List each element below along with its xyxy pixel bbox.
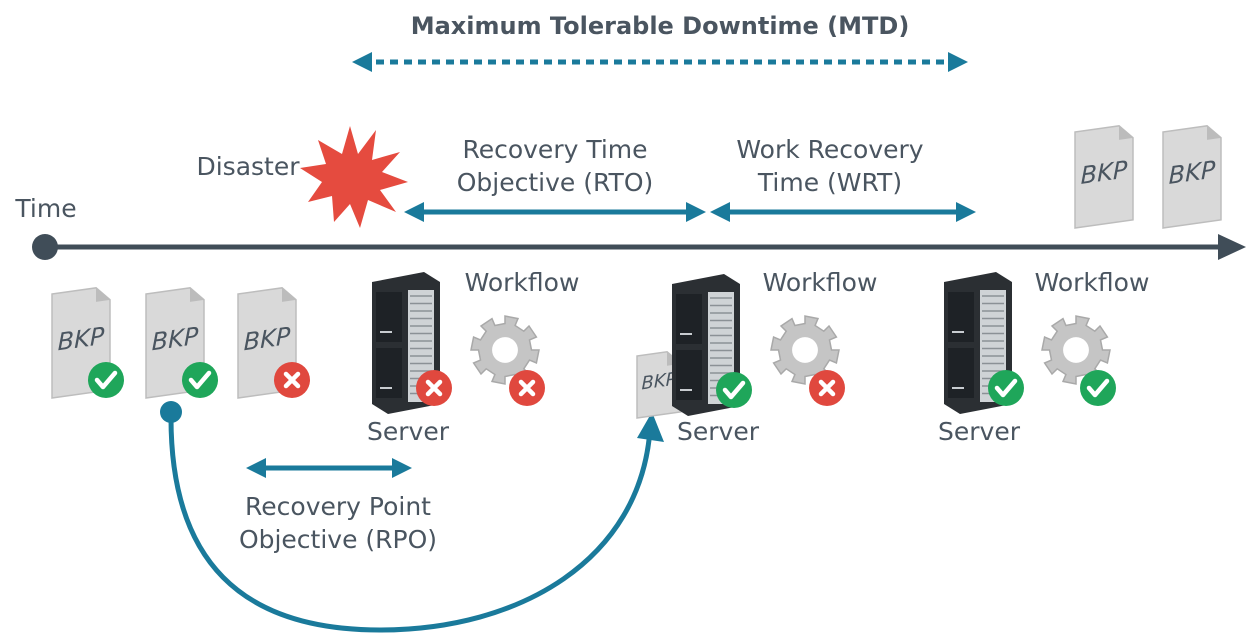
server-label: Server <box>938 417 1020 446</box>
backup-document-text: BKP <box>1081 155 1128 189</box>
mtd-label: Maximum Tolerable Downtime (MTD) <box>410 12 910 40</box>
icons-layer: BKP BKP BKP BKP BKP BKP <box>51 125 1222 419</box>
wrt-label-line2: Time (WRT) <box>757 168 903 197</box>
backup-document-text: BKP <box>152 322 199 356</box>
gear-icon <box>770 315 840 385</box>
server-label: Server <box>367 417 449 446</box>
gear-icon <box>470 315 540 385</box>
restore-curve-arrowhead <box>637 412 664 442</box>
restore-source-dot <box>160 401 182 423</box>
disaster-label: Disaster <box>196 152 300 181</box>
cross-badge-icon <box>809 370 845 406</box>
backup-document-icon: BKP <box>1074 125 1134 229</box>
backup-document-icon: BKP <box>1162 125 1222 229</box>
backup-document-text: BKP <box>642 369 677 395</box>
cross-badge-icon <box>509 370 545 406</box>
cross-badge-icon <box>274 362 310 398</box>
workflow-label: Workflow <box>762 268 878 297</box>
timeline <box>32 234 1246 260</box>
cross-badge-icon <box>416 370 452 406</box>
workflow-label: Workflow <box>464 268 580 297</box>
restore-curve-arrow <box>168 417 653 633</box>
check-badge-icon <box>1080 370 1116 406</box>
time-label: Time <box>15 194 77 223</box>
check-badge-icon <box>988 370 1024 406</box>
rpo-label: Recovery Point Objective (RPO) <box>218 490 458 556</box>
rpo-label-line2: Objective (RPO) <box>238 525 438 554</box>
rto-label: Recovery Time Objective (RTO) <box>440 133 670 199</box>
explosion-icon <box>300 126 408 228</box>
backup-document-text: BKP <box>1169 155 1216 189</box>
timeline-start-dot <box>32 234 58 260</box>
backup-document-icon: BKP <box>636 350 682 419</box>
check-badge-icon <box>716 372 752 408</box>
check-badge-icon <box>88 362 124 398</box>
backup-document-text: BKP <box>244 322 291 356</box>
rpo-label-line1: Recovery Point <box>245 492 431 521</box>
timeline-arrowhead <box>1218 234 1246 260</box>
server-label: Server <box>677 417 759 446</box>
wrt-label-line1: Work Recovery <box>736 135 924 164</box>
workflow-label: Workflow <box>1034 268 1150 297</box>
wrt-label: Work Recovery Time (WRT) <box>720 133 940 199</box>
rto-label-line2: Objective (RTO) <box>456 168 654 197</box>
backup-document-text: BKP <box>58 322 105 356</box>
check-badge-icon <box>182 362 218 398</box>
gear-icon <box>1041 315 1111 385</box>
rto-label-line1: Recovery Time <box>462 135 648 164</box>
